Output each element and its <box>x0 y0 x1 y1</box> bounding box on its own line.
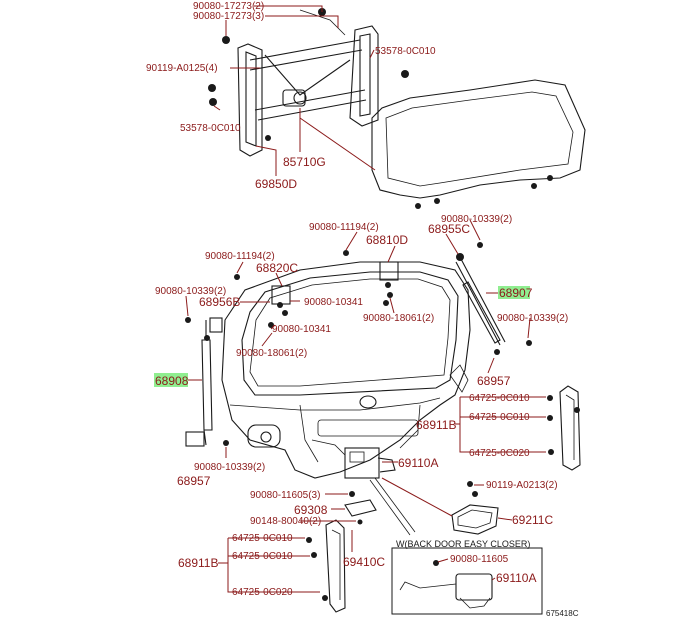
label-69850d: 69850D <box>255 177 297 191</box>
label-68957-a: 68957 <box>477 374 511 388</box>
label-90119-a0213: 90119-A0213(2) <box>486 480 558 491</box>
label-64725-0c010-c: 64725-0C010 <box>232 533 293 544</box>
label-68907-highlight <box>498 286 530 299</box>
part-labels: 90080-17273(2) 90080-17273(3) 53578-0C01… <box>146 1 568 598</box>
label-64725-0c020-a: 64725-0C020 <box>469 448 530 459</box>
label-90080-18061-a: 90080-18061(2) <box>363 313 434 324</box>
easy-closer-inset: W(BACK DOOR EASY CLOSER) 90080-11605 691… <box>391 539 543 615</box>
label-69308: 69308 <box>294 503 328 517</box>
inset-title: W(BACK DOOR EASY CLOSER) <box>396 539 530 549</box>
leader-lines <box>185 5 546 593</box>
label-90080-18061-b: 90080-18061(2) <box>236 348 307 359</box>
figure-number: 675418C <box>546 609 579 618</box>
label-85710g: 85710G <box>283 155 326 169</box>
label-69110a: 69110A <box>398 456 438 470</box>
label-90080-17273-b: 90080-17273(3) <box>193 11 264 22</box>
label-90080-10339-a: 90080-10339(2) <box>441 214 512 225</box>
inset-part-2: 69110A <box>496 571 536 585</box>
label-68911b-b: 68911B <box>178 556 218 570</box>
label-90080-10339-b: 90080-10339(2) <box>155 286 226 297</box>
label-68957-b: 68957 <box>177 474 211 488</box>
gas-struts-drawing <box>185 242 532 447</box>
label-68956b: 68956B <box>199 295 240 309</box>
right-trim-drawing <box>547 385 581 471</box>
label-90080-11194-b: 90080-11194(2) <box>205 251 275 262</box>
lower-trim-drawing <box>306 519 346 613</box>
label-69410c: 69410C <box>343 555 385 569</box>
back-glass-drawing <box>299 79 586 209</box>
latch-drawing <box>311 439 416 536</box>
label-68955c: 68955C <box>428 222 470 236</box>
label-90080-11194-a: 90080-11194(2) <box>309 222 379 233</box>
label-90080-10341-b: 90080-10341 <box>272 324 331 335</box>
label-68820c: 68820C <box>256 261 298 275</box>
handle-drawing <box>381 477 499 535</box>
label-90080-11605: 90080-11605(3) <box>250 490 320 501</box>
label-90080-10339-c: 90080-10339(2) <box>497 313 568 324</box>
label-69211c: 69211C <box>512 513 553 527</box>
label-64725-0c010-d: 64725-0C010 <box>232 551 293 562</box>
label-68908: 68908 <box>155 374 189 388</box>
label-64725-0c010-a: 64725-0C010 <box>469 393 530 404</box>
label-68911b-a: 68911B <box>416 418 456 432</box>
label-68908-highlight <box>154 373 188 387</box>
label-90080-17273-a: 90080-17273(2) <box>193 1 264 12</box>
label-90148-80040: 90148-80040(2) <box>250 516 321 527</box>
label-64725-0c020-b: 64725-0C020 <box>232 587 293 598</box>
label-90080-10339-d: 90080-10339(2) <box>194 462 265 473</box>
label-64725-0c010-b: 64725-0C010 <box>469 412 530 423</box>
label-68810d: 68810D <box>366 233 408 247</box>
inset-part-1: 90080-11605 <box>450 554 509 565</box>
label-53578-0c010-b: 53578-0C010 <box>180 123 241 134</box>
label-53578-0c010-a: 53578-0C010 <box>375 46 436 57</box>
label-90119-a0125: 90119-A0125(4) <box>146 63 218 74</box>
label-90080-10341-a: 90080-10341 <box>304 297 363 308</box>
back-door-drawing <box>221 250 471 479</box>
label-68907: 68907 <box>499 286 533 300</box>
window-regulator-drawing <box>208 8 409 157</box>
